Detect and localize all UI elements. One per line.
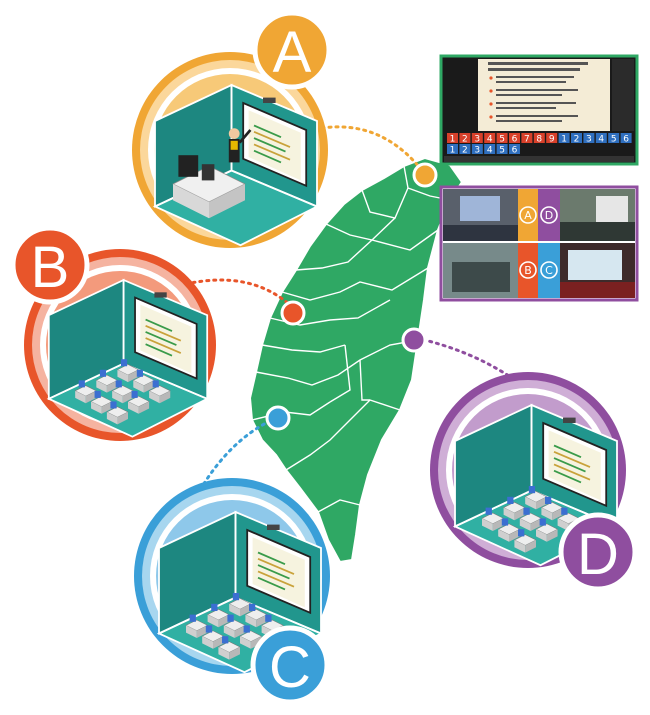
site-d-badge: D xyxy=(558,512,638,592)
toolbar-button[interactable] xyxy=(471,133,483,143)
connectors xyxy=(184,125,514,492)
toolbar-button[interactable] xyxy=(533,133,545,143)
lecturer-figure xyxy=(228,128,252,163)
toolbar-button-label: 5 xyxy=(499,146,505,156)
toolbar-button-label: 4 xyxy=(487,135,493,145)
toolbar-button[interactable] xyxy=(608,133,620,143)
toolbar-button-label: 2 xyxy=(574,135,580,145)
site-b: B xyxy=(10,225,216,441)
site-a-room xyxy=(154,84,318,247)
toolbar-button-label: 6 xyxy=(623,135,629,145)
toolbar-button[interactable] xyxy=(620,133,632,143)
slide-bullets xyxy=(489,76,493,119)
site-a-letter: A xyxy=(273,20,312,85)
site-b-letter: B xyxy=(31,235,70,300)
marker-b[interactable] xyxy=(280,300,306,326)
toolbar-button-label: 3 xyxy=(586,135,592,145)
lecturer-desk xyxy=(172,155,246,219)
slide-text-lines xyxy=(488,62,588,122)
toolbar-button[interactable] xyxy=(558,133,570,143)
toolbar-button-label: 1 xyxy=(450,146,456,156)
connector-a xyxy=(320,125,422,170)
toolbar-button-label: 1 xyxy=(561,135,567,145)
marker-d[interactable] xyxy=(401,327,427,353)
site-c-badge: C xyxy=(250,625,330,705)
county-borders xyxy=(251,165,451,513)
toolbar-button[interactable] xyxy=(571,133,582,143)
video-conference-panel: A D B C xyxy=(439,185,639,302)
video-label-b: B xyxy=(524,264,532,277)
toolbar-button[interactable] xyxy=(484,133,496,143)
toolbar-button[interactable] xyxy=(484,144,496,154)
toolbar-button[interactable] xyxy=(459,133,471,143)
connector-b xyxy=(184,278,292,307)
marker-c[interactable] xyxy=(265,405,291,431)
toolbar-button[interactable] xyxy=(496,133,508,143)
toolbar-button-label: 7 xyxy=(524,135,530,145)
video-label-a: A xyxy=(524,209,532,222)
site-a-badge: A xyxy=(252,10,332,90)
side-toolbar xyxy=(612,59,634,131)
connector-d xyxy=(414,336,514,380)
video-labels xyxy=(519,206,558,279)
toolbar-button[interactable] xyxy=(546,133,558,143)
marker-a[interactable] xyxy=(412,162,438,188)
toolbar-button[interactable] xyxy=(509,144,520,154)
toolbar-button[interactable] xyxy=(509,133,520,143)
video-label-c: C xyxy=(545,264,553,277)
map-markers xyxy=(265,162,438,431)
video-label-d: D xyxy=(545,209,553,222)
toolbar-button-label: 2 xyxy=(462,135,468,145)
toolbar-button-label: 4 xyxy=(487,146,493,156)
toolbar-button-label: 4 xyxy=(598,135,604,145)
toolbar-button-label: 3 xyxy=(474,135,480,145)
site-c-letter: C xyxy=(269,635,311,700)
taiwan-island xyxy=(248,156,464,564)
site-c: C xyxy=(134,478,330,705)
toolbar-button-label: 6 xyxy=(512,146,518,156)
toolbar-button-label: 9 xyxy=(549,135,555,145)
taiwan-map xyxy=(248,156,464,564)
site-d-letter: D xyxy=(577,522,619,587)
toolbar-button[interactable] xyxy=(459,144,471,154)
toolbar-button[interactable] xyxy=(583,133,595,143)
site-a: A xyxy=(132,10,332,248)
toolbar-button-label: 3 xyxy=(474,146,480,156)
toolbar-button-label: 1 xyxy=(450,135,456,145)
toolbar-button-label: 5 xyxy=(611,135,617,145)
toolbar-button-label: 2 xyxy=(462,146,468,156)
toolbar-button[interactable] xyxy=(447,144,458,154)
toolbar-button[interactable] xyxy=(595,133,607,143)
connector-c xyxy=(198,418,274,492)
site-d: D xyxy=(430,372,638,592)
toolbar-button[interactable] xyxy=(447,133,458,143)
toolbar-button[interactable] xyxy=(521,133,533,143)
toolbar-button[interactable] xyxy=(496,144,508,154)
toolbar-button[interactable] xyxy=(471,144,483,154)
toolbar-button-label: 6 xyxy=(512,135,518,145)
site-b-badge: B xyxy=(10,225,90,305)
toolbar-button-label: 5 xyxy=(499,135,505,145)
toolbar-button-label: 8 xyxy=(536,135,542,145)
